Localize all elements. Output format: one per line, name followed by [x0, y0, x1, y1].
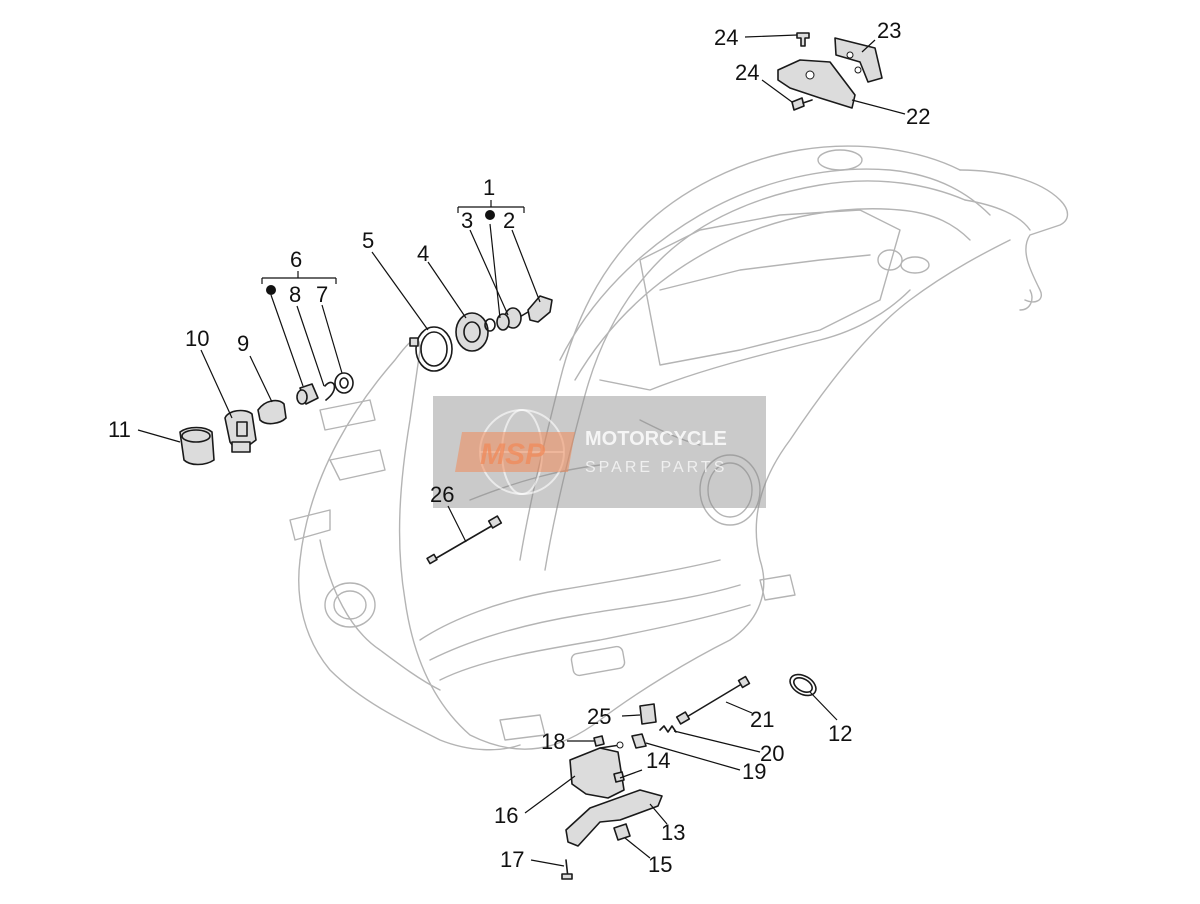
part-adjuster [631, 733, 647, 749]
part-cap [257, 399, 287, 425]
watermark-line1: MOTORCYCLE [585, 428, 727, 450]
callout-6: 6 [290, 247, 302, 272]
callout-2: 2 [503, 208, 515, 233]
callout-1: 1 [483, 175, 495, 200]
callout-26: 26 [430, 482, 454, 507]
callout-8: 8 [289, 282, 301, 307]
callout-10: 10 [185, 326, 209, 351]
watermark-logo: MSP [480, 438, 546, 471]
part-lock-barrel [496, 307, 522, 331]
group-marker-dot-1 [485, 210, 495, 220]
callout-14: 14 [646, 748, 670, 773]
callout-23: 23 [877, 18, 901, 43]
part-screw-24-top [796, 32, 810, 47]
callout-25: 25 [587, 704, 611, 729]
callout-11: 11 [108, 417, 131, 442]
leader-lines [137, 34, 906, 867]
part-boot [179, 426, 215, 466]
callout-12: 12 [828, 721, 852, 746]
callout-3: 3 [461, 208, 473, 233]
callout-16: 16 [494, 803, 518, 828]
part-spring [659, 725, 677, 733]
callout-7: 7 [316, 282, 328, 307]
callout-24-top: 24 [714, 25, 738, 50]
callout-13: 13 [661, 820, 685, 845]
group-bracket-1 [457, 200, 525, 220]
callout-20: 20 [760, 741, 784, 766]
callout-4: 4 [417, 241, 429, 266]
watermark: MSP MOTORCYCLE SPARE PARTS [433, 396, 766, 508]
watermark-line2: SPARE PARTS [585, 459, 727, 476]
group-marker-dot-6 [266, 285, 276, 295]
part-screw-18 [593, 735, 605, 747]
part-clip [324, 381, 336, 401]
part-cable-26 [426, 515, 503, 565]
part-ring [409, 326, 453, 372]
callout-5: 5 [362, 228, 374, 253]
part-cylinder [296, 383, 319, 405]
part-cable-21 [675, 675, 751, 725]
callout-22: 22 [906, 104, 930, 129]
part-screw-17 [561, 859, 573, 880]
part-lock-housing [455, 312, 496, 352]
group-bracket-6 [261, 271, 337, 295]
part-bracket-13 [565, 789, 663, 847]
part-clamp [789, 673, 817, 697]
part-washer [334, 372, 354, 394]
callout-15: 15 [648, 852, 672, 877]
part-hinge-bracket [777, 37, 883, 109]
part-screw-14 [613, 771, 625, 783]
part-nut [613, 823, 631, 841]
callout-17: 17 [500, 847, 524, 872]
callout-24-side: 24 [735, 60, 759, 85]
part-switch [224, 409, 257, 453]
part-actuator [569, 741, 625, 799]
callout-21: 21 [750, 707, 774, 732]
callout-18: 18 [541, 729, 565, 754]
callout-labels: 1 2 3 4 5 6 7 8 9 10 11 12 13 14 15 16 1… [108, 18, 930, 877]
callout-19: 19 [742, 759, 766, 784]
part-clip-25 [639, 703, 657, 725]
part-screw-24-side [791, 97, 813, 111]
part-key [517, 295, 553, 323]
callout-9: 9 [237, 331, 249, 356]
